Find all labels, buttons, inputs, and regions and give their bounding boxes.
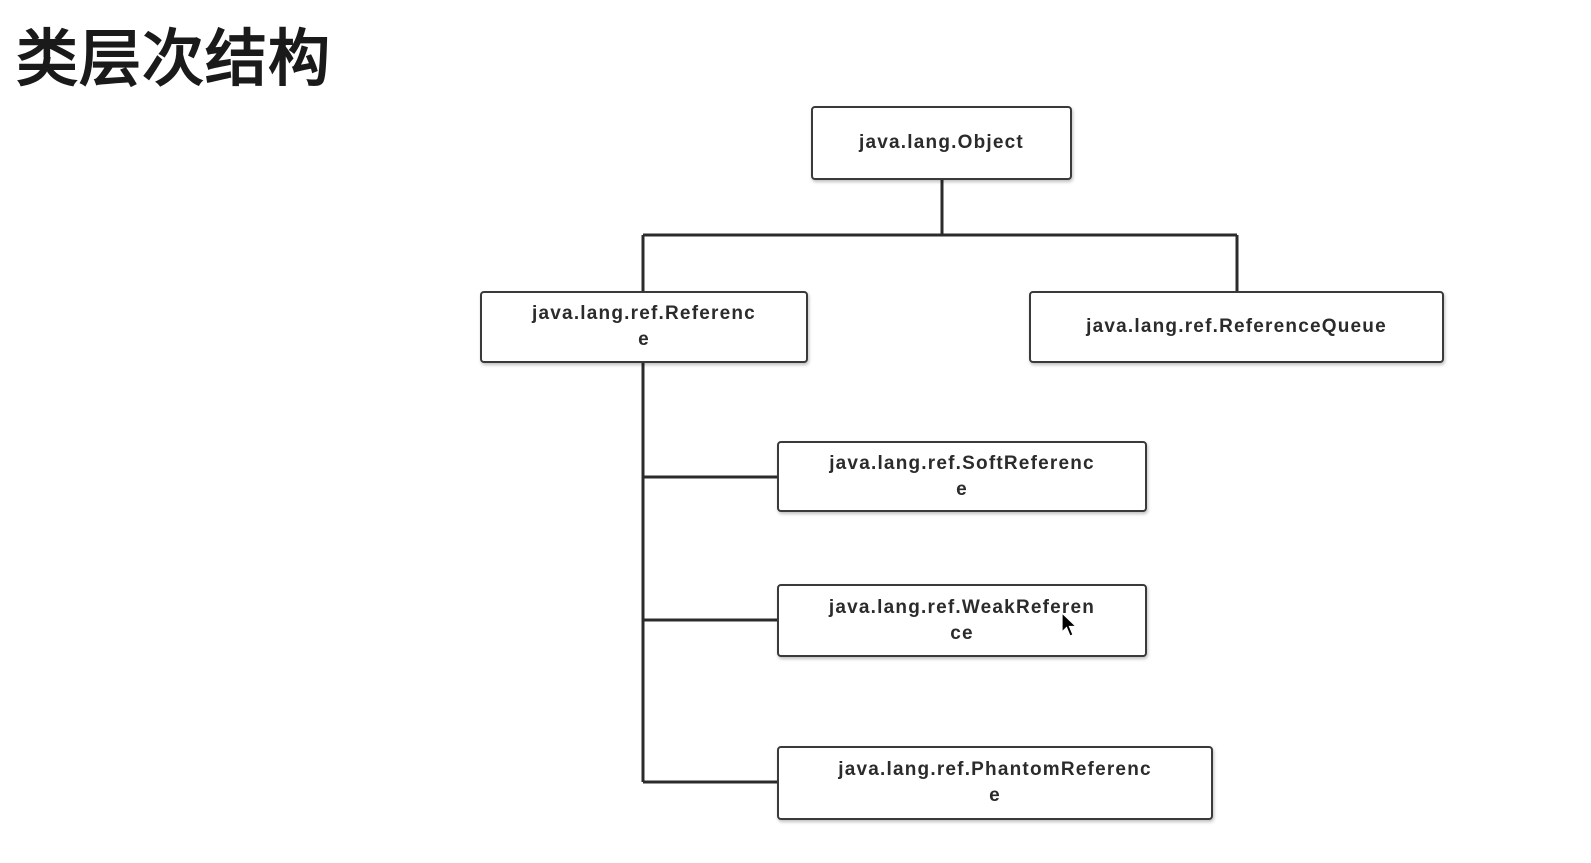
node-weak-reference-label: java.lang.ref.WeakReferen ce [828, 596, 1096, 644]
node-soft-reference: java.lang.ref.SoftReferenc e [777, 441, 1147, 512]
node-phantom-reference-label: java.lang.ref.PhantomReferenc e [838, 759, 1152, 806]
node-object: java.lang.Object [811, 106, 1072, 180]
node-object-label: java.lang.Object [859, 132, 1024, 153]
node-reference: java.lang.ref.Referenc e [480, 291, 808, 363]
page-title: 类层次结构 [16, 22, 332, 95]
node-phantom-reference: java.lang.ref.PhantomReferenc e [777, 746, 1213, 820]
mouse-pointer-icon [1061, 612, 1078, 637]
node-reference-queue-label: java.lang.ref.ReferenceQueue [1086, 316, 1387, 337]
node-weak-reference: java.lang.ref.WeakReferen ce [777, 584, 1147, 657]
node-soft-reference-label: java.lang.ref.SoftReferenc e [829, 452, 1095, 500]
node-reference-label: java.lang.ref.Referenc e [532, 303, 756, 350]
node-reference-queue: java.lang.ref.ReferenceQueue [1029, 291, 1444, 363]
